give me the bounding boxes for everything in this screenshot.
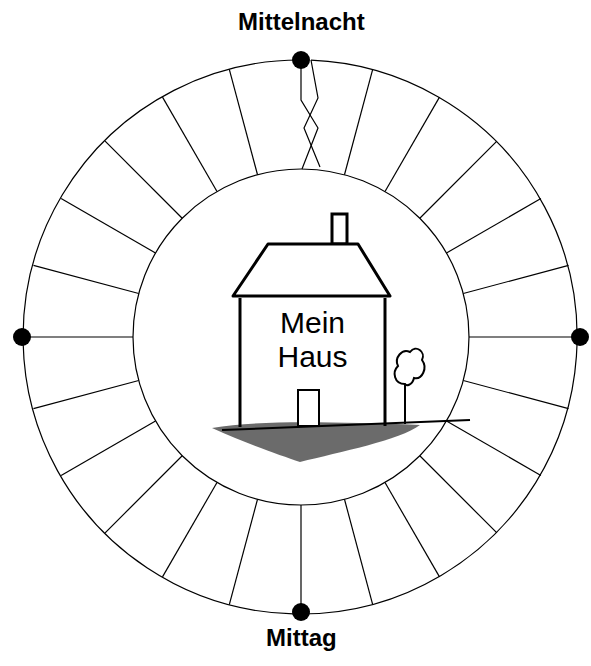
hour-dividers [24, 69, 578, 614]
hour-ring [23, 60, 578, 614]
house-node: Mein Haus [242, 300, 383, 373]
time-label: Mittag [266, 624, 337, 652]
outer-circle [23, 60, 577, 614]
chimney [332, 214, 347, 244]
quarter-dots [13, 51, 589, 621]
time-label: Mittelnacht [238, 8, 365, 36]
house-drawing [212, 214, 470, 462]
tree-crown [395, 349, 425, 385]
door [298, 390, 319, 426]
roof [233, 244, 390, 296]
break-line [304, 60, 320, 167]
tree-trunk [404, 382, 406, 424]
house-label: Mein Haus [261, 306, 365, 373]
break-line [301, 60, 318, 169]
inner-circle [133, 169, 469, 505]
